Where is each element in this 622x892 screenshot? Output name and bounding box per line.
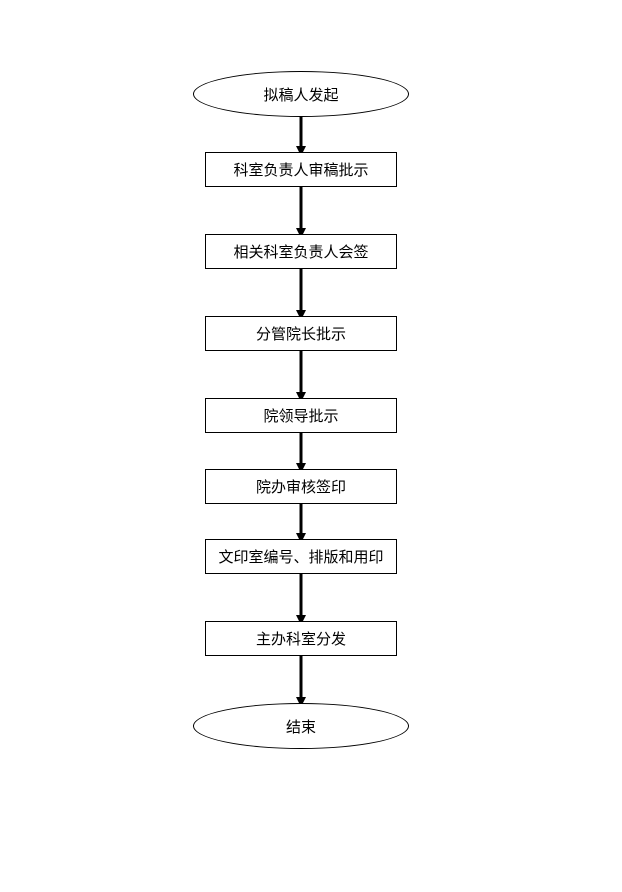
step-node-office-seal: 院办审核签印: [205, 469, 397, 504]
start-node: 拟稿人发起: [193, 71, 409, 117]
step-label: 相关科室负责人会签: [233, 243, 369, 261]
step-label: 分管院长批示: [255, 325, 346, 343]
step-label: 文印室编号、排版和用印: [218, 548, 384, 566]
step-label: 院办审核签印: [255, 478, 346, 496]
step-label: 科室负责人审稿批示: [233, 161, 369, 179]
step-node-vice-president: 分管院长批示: [205, 316, 397, 351]
step-label: 院领导批示: [263, 407, 339, 425]
step-node-leadership: 院领导批示: [205, 398, 397, 433]
end-node: 结束: [193, 703, 409, 749]
end-node-label: 结束: [285, 717, 316, 736]
step-node-distribute: 主办科室分发: [205, 621, 397, 656]
step-node-print-room: 文印室编号、排版和用印: [205, 539, 397, 574]
step-label: 主办科室分发: [255, 630, 346, 648]
step-node-countersign: 相关科室负责人会签: [205, 234, 397, 269]
start-node-label: 拟稿人发起: [263, 85, 339, 104]
step-node-review: 科室负责人审稿批示: [205, 152, 397, 187]
